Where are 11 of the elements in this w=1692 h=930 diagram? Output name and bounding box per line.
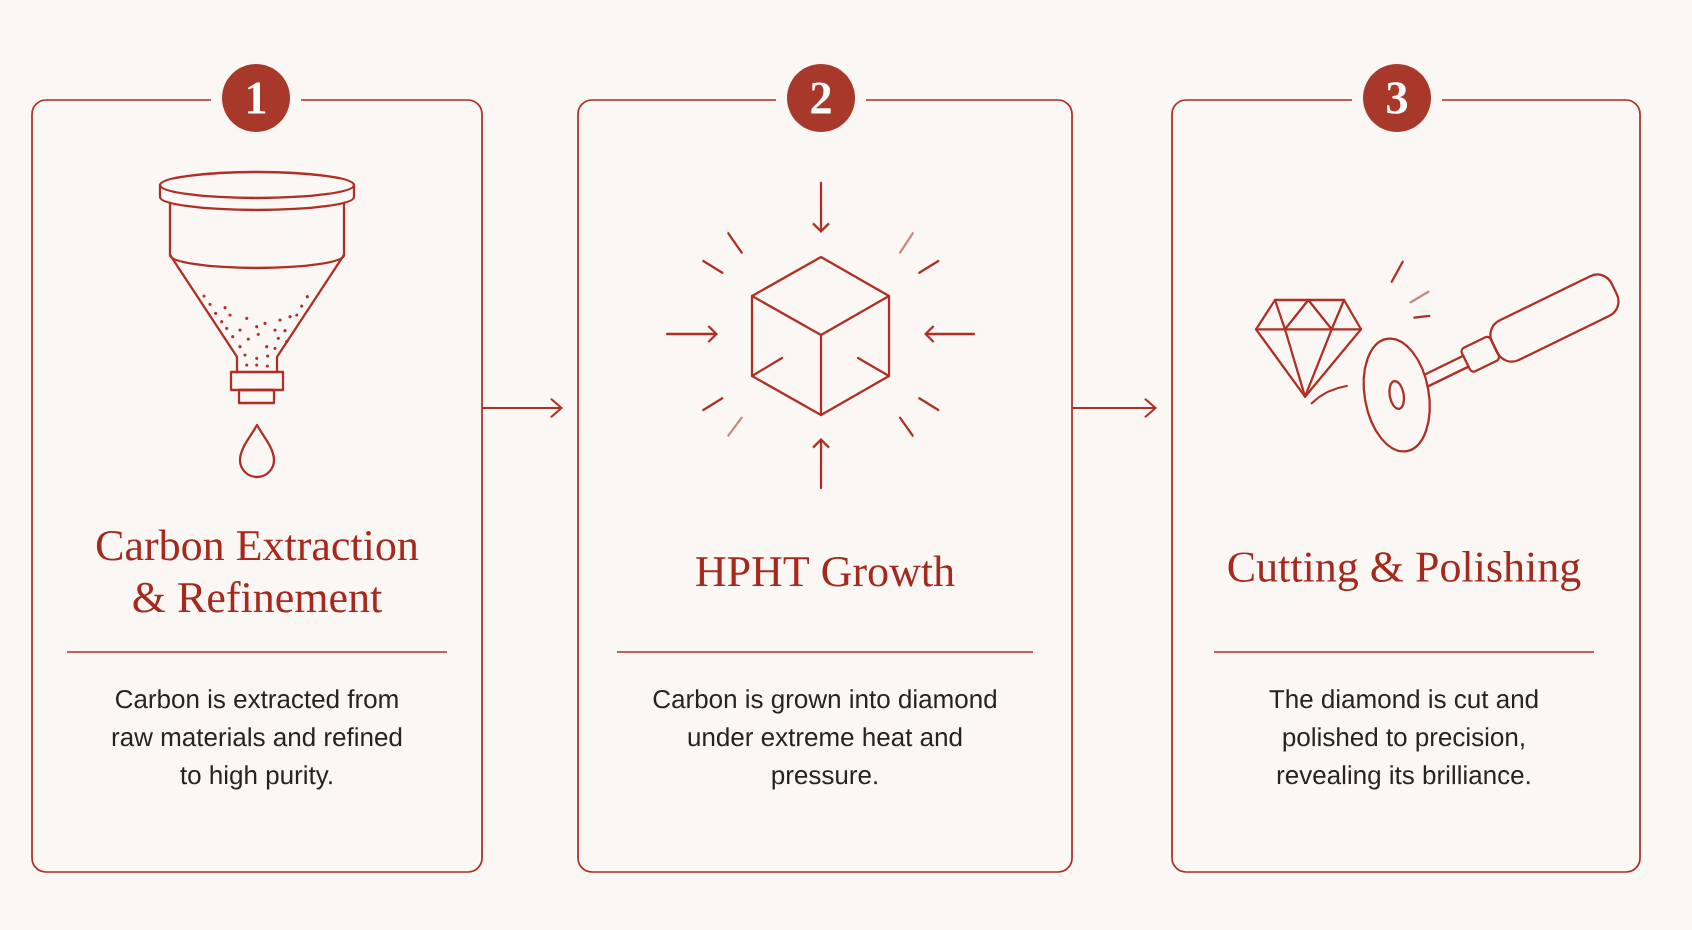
step-title: HPHT Growth: [696, 555, 955, 587]
step-number-badge: 3: [1363, 64, 1431, 132]
step-number-badge: 1: [222, 64, 290, 132]
arrow: [1071, 397, 1158, 419]
step-number-badge: 2: [787, 64, 855, 132]
step-description: Carbon is grown into diamond under extreme heat and pressure.: [653, 689, 996, 790]
step-description: Carbon is extracted from raw materials and refined to high purity.: [112, 689, 402, 790]
arrow: [481, 397, 564, 419]
step-title: Cutting & Polishing: [1228, 551, 1581, 591]
step-description: The diamond is cut and polished to precision, revealing its brilliance.: [1269, 689, 1538, 790]
step-title: Carbon Extraction & Refinement: [96, 529, 419, 613]
